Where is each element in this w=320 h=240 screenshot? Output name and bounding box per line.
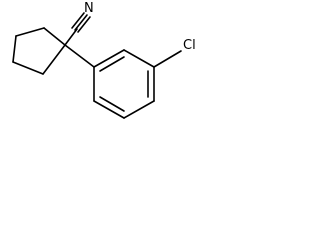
bond-ring-lower-bottom <box>12 61 44 75</box>
bond-aryl-5-6 <box>93 100 125 119</box>
bond-ring-left-lower <box>12 35 17 63</box>
nitrile-group: N <box>64 1 94 46</box>
bond-triple-1 <box>74 14 88 31</box>
bond-quat-nitrile-carbon <box>64 28 78 46</box>
bond-aryl-chlorine <box>153 50 182 68</box>
chemical-structure: N Cl <box>12 1 196 119</box>
bond-ring-quat-top <box>43 27 66 46</box>
chlorine-substituent: Cl <box>153 38 196 68</box>
bond-ring-bottom-quat <box>42 44 66 75</box>
bond-aryl-4-5 <box>123 100 155 119</box>
bond-aryl-2-3 <box>123 49 155 68</box>
bond-triple-3 <box>71 12 85 29</box>
nitrogen-atom-label: N <box>84 1 94 16</box>
bond-aryl-double-inner-1 <box>99 56 125 72</box>
benzene-ring <box>93 49 155 119</box>
bond-aryl-double-inner-3 <box>99 96 125 112</box>
bond-ring-top-left <box>15 27 45 37</box>
bond-aryl-1-2 <box>93 49 125 68</box>
bond-triple-2 <box>77 16 91 33</box>
chlorine-atom-label: Cl <box>183 38 196 53</box>
bond-quat-aryl <box>64 44 95 68</box>
cyclopentane-ring <box>12 27 66 75</box>
